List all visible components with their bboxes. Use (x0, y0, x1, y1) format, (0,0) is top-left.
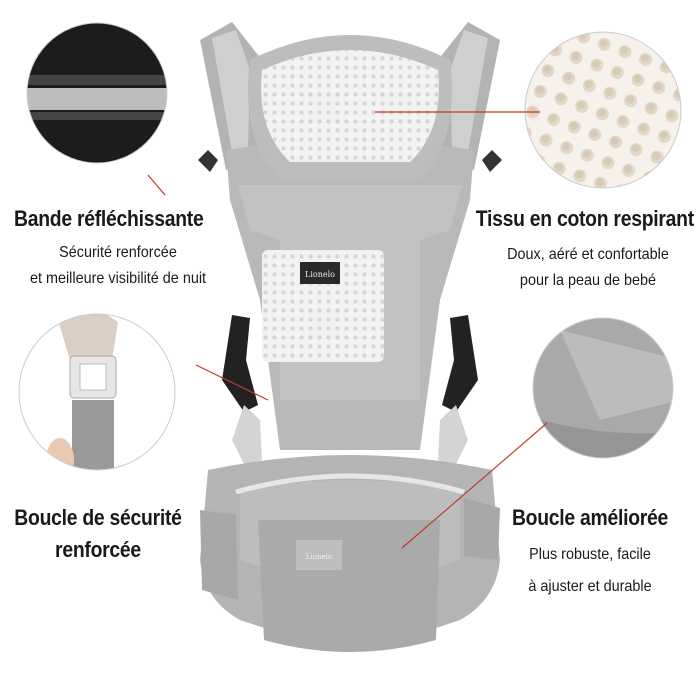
reflective-band-title: Bande réfléchissante (14, 206, 204, 231)
carrier-body: Lionelo (226, 35, 474, 468)
pointer-lines (147, 111, 548, 549)
improved-buckle-line2: à ajuster et durable (528, 578, 652, 595)
safety-buckle-title: Boucle de sécurité (14, 505, 182, 530)
reflective-band-line1: Sécurité renforcée (59, 244, 177, 261)
safety-buckle-title-line2: renforcée (55, 537, 141, 562)
improved-buckle-line1: Plus robuste, facile (529, 546, 651, 563)
brand-tag (300, 262, 340, 284)
breathable-fabric-line1: Doux, aéré et confortable (507, 246, 669, 263)
reflective-band-line2: et meilleure visibilité de nuit (29, 270, 207, 287)
breathable-fabric-line2: pour la peau de bebé (519, 272, 657, 289)
breathable-fabric-title: Tissu en coton respirant (475, 206, 694, 231)
breathable-fabric-inset (525, 32, 681, 188)
svg-text:Lionelo: Lionelo (306, 553, 332, 561)
svg-text:Lionelo: Lionelo (305, 270, 335, 279)
hip-seat: Lionelo (200, 455, 500, 652)
improved-buckle-inset (533, 318, 673, 458)
reflective-band-inset (27, 23, 167, 163)
improved-buckle-title: Boucle améliorée (511, 505, 669, 530)
shoulder-straps (198, 22, 502, 412)
safety-buckle-inset (19, 314, 175, 470)
